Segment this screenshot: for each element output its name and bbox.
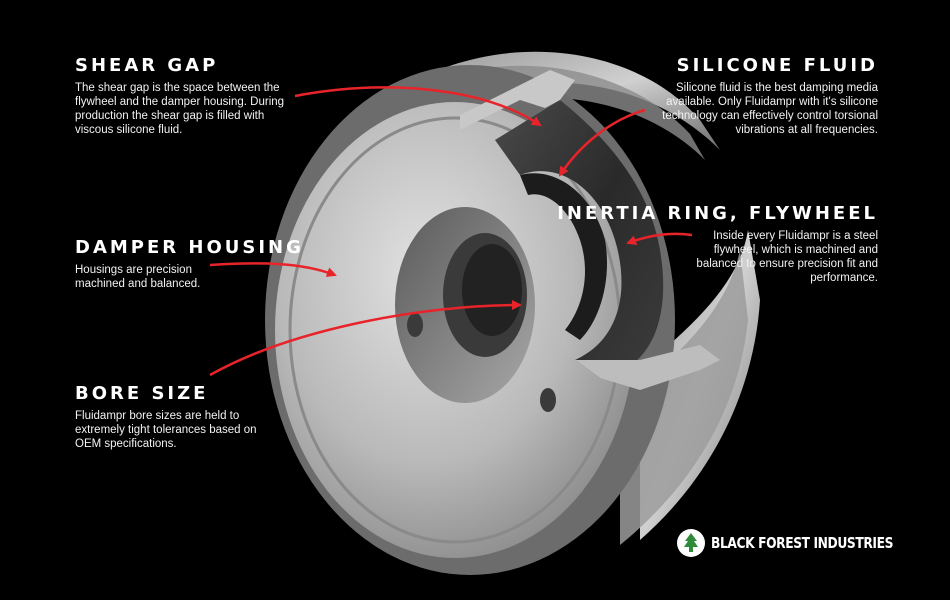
callout-arrows — [209, 86, 693, 377]
callout-damper-housing: DAMPER HOUSING Housings are precision ma… — [75, 238, 310, 291]
brand-name: BLACK FOREST INDUSTRIES — [711, 534, 894, 552]
arrow-silicone-fluid — [558, 108, 646, 177]
arrow-bore-size — [209, 300, 522, 377]
callout-body: Fluidampr bore sizes are held to extreme… — [75, 410, 257, 450]
brand-logo: BLACK FOREST INDUSTRIES — [676, 528, 933, 558]
bolt-hole — [407, 313, 423, 337]
callout-title: DAMPER HOUSING — [75, 237, 304, 258]
callout-title: SHEAR GAP — [75, 55, 219, 76]
arrow-damper-housing — [209, 262, 337, 277]
callout-title: INERTIA RING, FLYWHEEL — [557, 203, 878, 224]
inertia-ring-cutaway — [495, 100, 664, 378]
arrow-inertia-ring — [626, 232, 693, 245]
callout-body: Silicone fluid is the best damping media… — [662, 82, 878, 136]
callout-inertia-ring: INERTIA RING, FLYWHEEL Inside every Flui… — [520, 204, 878, 285]
bolt-hole — [540, 388, 556, 412]
callout-silicone-fluid: SILICONE FLUID Silicone fluid is the bes… — [620, 56, 878, 137]
arrow-shear-gap — [294, 86, 542, 127]
callout-body: Housings are precision machined and bala… — [75, 264, 201, 290]
callout-body: The shear gap is the space between the f… — [75, 82, 285, 136]
callout-title: BORE SIZE — [75, 383, 209, 404]
callout-body: Inside every Fluidampr is a steel flywhe… — [696, 230, 878, 284]
callout-shear-gap: SHEAR GAP The shear gap is the space bet… — [75, 56, 300, 137]
callout-title: SILICONE FLUID — [676, 55, 878, 76]
tree-icon — [677, 529, 705, 557]
callout-bore-size: BORE SIZE Fluidampr bore sizes are held … — [75, 384, 275, 451]
